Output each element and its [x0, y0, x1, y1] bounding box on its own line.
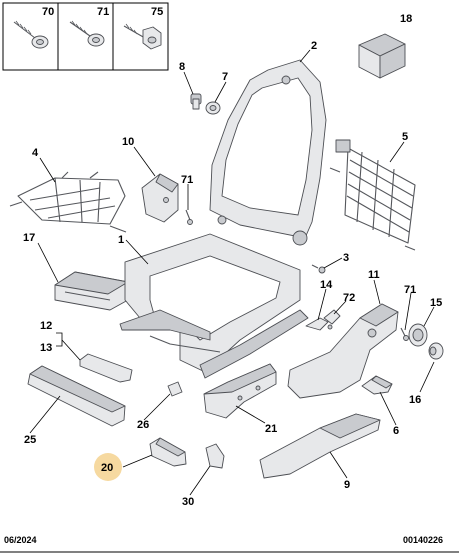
part-9-side-cover: [259, 413, 381, 479]
part-2-backrest-frame: [209, 59, 327, 246]
label-part-8: 8: [179, 61, 185, 73]
part-7-washer: [205, 101, 221, 115]
part-10-bracket: [141, 173, 179, 223]
part-30-clip: [205, 443, 225, 469]
label-part-71-a: 71: [181, 174, 193, 186]
part-15-knob: [408, 323, 428, 347]
part-4-cushion-mechanism: [9, 171, 127, 233]
label-part-9: 9: [344, 479, 350, 491]
label-part-3: 3: [343, 252, 349, 264]
part-11-side-trim: [287, 303, 399, 399]
label-part-21: 21: [265, 423, 277, 435]
part-12-13-strip: [79, 353, 133, 383]
part-17-motor-block: [54, 271, 129, 311]
part-25-trim: [27, 365, 126, 427]
part-21-rail-bracket: [203, 363, 277, 419]
label-part-4: 4: [32, 147, 39, 159]
part-71-screw-a: [185, 209, 193, 225]
part-5-wire-mesh: [329, 139, 416, 251]
part-71-screw-b: [400, 327, 409, 341]
part-3-screw: [311, 264, 326, 274]
label-part-7: 7: [222, 71, 228, 83]
label-part-71-b: 71: [404, 284, 416, 296]
part-labels: 18 2 8 7 5 4 10 71 3 1 17 11 14 72 71 15…: [23, 13, 442, 508]
label-part-72: 72: [343, 292, 355, 304]
label-part-12: 12: [40, 320, 52, 332]
leader-lines: [29, 49, 435, 496]
screw-header-frame: [2, 2, 169, 71]
screw-header: 70 71 75: [2, 2, 169, 71]
part-72-clip: [323, 309, 341, 330]
footer-reference: 00140226: [403, 535, 443, 545]
label-part-10: 10: [122, 136, 134, 148]
label-part-30: 30: [182, 496, 194, 508]
part-16-cap: [428, 342, 444, 360]
label-part-11: 11: [368, 269, 380, 281]
label-part-5: 5: [402, 131, 408, 143]
label-part-18: 18: [400, 13, 412, 25]
screw-label-71: 71: [97, 6, 109, 18]
diagram-footer: 06/2024 00140226: [0, 535, 459, 553]
part-6-clip: [361, 375, 393, 395]
part-14-clip: [305, 317, 329, 331]
label-part-16: 16: [409, 394, 421, 406]
part-20-bracket: [94, 437, 187, 481]
label-part-25: 25: [24, 434, 36, 446]
footer-date: 06/2024: [4, 535, 37, 545]
screw-70-illustration: [13, 20, 49, 49]
label-part-1: 1: [118, 234, 124, 246]
label-part-14: 14: [320, 279, 333, 291]
label-part-6: 6: [393, 425, 399, 437]
part-26-clip: [167, 381, 183, 397]
label-part-20: 20: [101, 462, 113, 474]
screw-label-75: 75: [151, 6, 163, 18]
label-part-15: 15: [430, 297, 442, 309]
screw-75-illustration: [123, 23, 162, 50]
label-part-13: 13: [40, 342, 52, 354]
screw-label-70: 70: [42, 6, 54, 18]
label-part-26: 26: [137, 419, 149, 431]
part-20-highlight: [94, 453, 122, 481]
screw-71-illustration: [69, 20, 105, 47]
part-8-knob: [190, 93, 202, 110]
label-part-2: 2: [311, 40, 317, 52]
part-18-block: [358, 33, 406, 79]
label-part-17: 17: [23, 232, 35, 244]
part-1-seat-frame: [119, 233, 309, 379]
